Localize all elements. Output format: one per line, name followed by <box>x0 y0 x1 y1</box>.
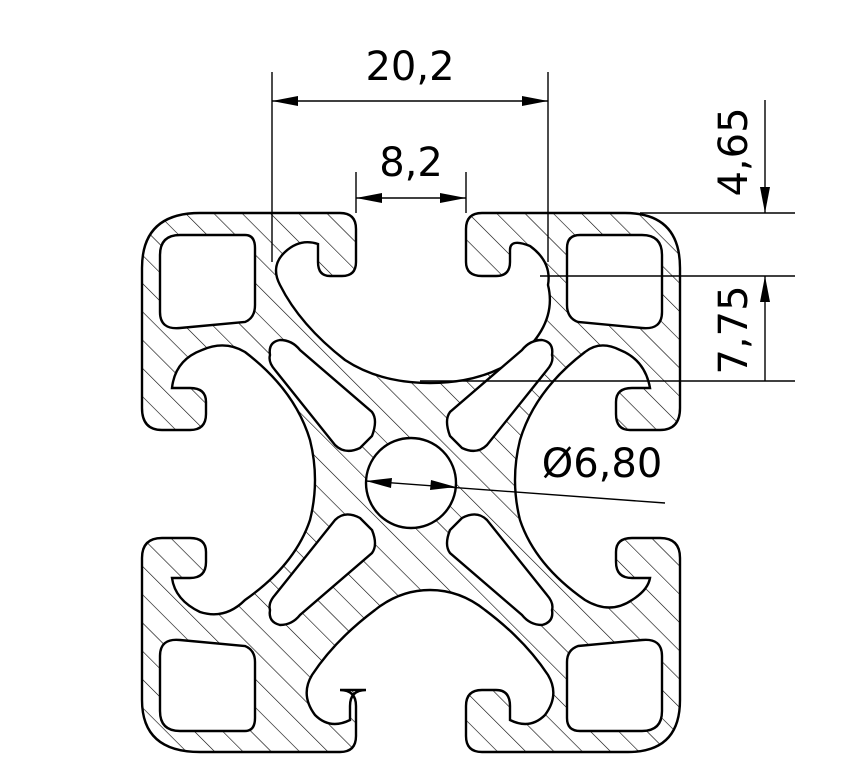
dim-groove-depth: 7,75 <box>420 276 795 382</box>
slot-diag-top-right <box>445 338 554 453</box>
dim-slot-depth-label: 4,65 <box>711 107 757 196</box>
dim-width-outer-label: 20,2 <box>365 44 454 90</box>
cavity-bottom-left <box>158 638 257 733</box>
dim-groove-depth-label: 7,75 <box>711 285 757 374</box>
dim-slot-width-label: 8,2 <box>379 140 443 186</box>
cavity-top-left <box>158 233 257 330</box>
dim-width-outer: 20,2 <box>271 44 549 262</box>
slot-diag-bottom-left <box>268 513 377 627</box>
dim-core-diameter: Ø6,80 <box>365 441 666 504</box>
slot-diag-bottom-right <box>445 513 554 627</box>
dim-slot-depth: 4,65 <box>540 100 795 277</box>
core-bore <box>364 436 458 530</box>
dim-core-diameter-label: Ø6,80 <box>542 441 663 487</box>
cavity-top-right <box>565 233 664 330</box>
dim-slot-width: 8,2 <box>355 140 467 213</box>
cavity-bottom-right <box>565 638 664 733</box>
slot-diag-top-left <box>268 338 377 453</box>
